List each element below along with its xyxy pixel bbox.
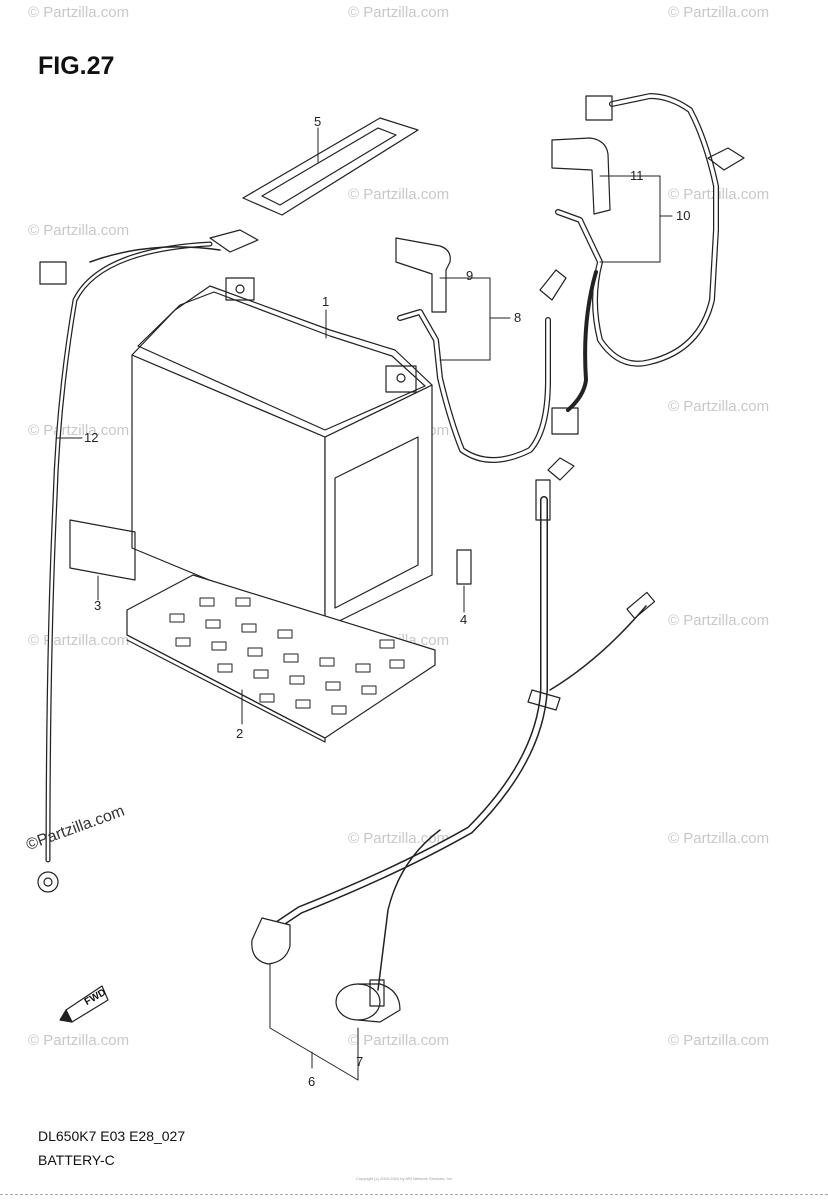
watermark: © Partzilla.com — [668, 398, 770, 415]
watermark: © Partzilla.com — [348, 4, 450, 21]
terminal-cover-part-9 — [395, 237, 451, 313]
section-name: BATTERY-C — [38, 1152, 115, 1168]
watermark: © Partzilla.com — [668, 1032, 770, 1049]
callout-3: 3 — [94, 598, 102, 613]
watermark: © Partzilla.com — [28, 4, 130, 21]
pad-part-3 — [69, 519, 136, 581]
watermark: © Partzilla.com — [28, 632, 130, 649]
spacer-part-4 — [456, 549, 472, 585]
watermark: © Partzilla.com — [348, 830, 450, 847]
cable-cap-part-7 — [335, 979, 401, 1023]
page-divider — [0, 1194, 828, 1195]
callout-6: 6 — [308, 1074, 316, 1089]
watermark: © Partzilla.com — [668, 612, 770, 629]
callout-2: 2 — [236, 726, 244, 741]
starter-cable-part-6 — [251, 457, 656, 991]
callout-5: 5 — [314, 114, 322, 129]
callout-12: 12 — [84, 430, 99, 445]
callout-11: 11 — [630, 168, 644, 183]
callout-4: 4 — [460, 612, 468, 627]
callout-8: 8 — [514, 310, 522, 325]
watermark: © Partzilla.com — [28, 1032, 130, 1049]
terminal-cover-part-11 — [551, 137, 611, 215]
battery-tray-part-2 — [126, 574, 436, 743]
copyright-text: Copyright (c) 2004-2024 by ARI Network S… — [356, 1176, 453, 1181]
watermark: © Partzilla.com — [348, 1032, 450, 1049]
model-code: DL650K7 E03 E28_027 — [38, 1128, 186, 1144]
figure-title: FIG.27 — [38, 52, 115, 80]
cable-part-10 — [555, 93, 719, 367]
leader-lines — [55, 127, 673, 1081]
callout-7: 7 — [356, 1054, 364, 1069]
callout-9: 9 — [466, 268, 474, 283]
watermark: © Partzilla.com — [668, 4, 770, 21]
fwd-arrow-icon — [59, 985, 109, 1023]
battery-strap-part-5 — [242, 117, 419, 216]
watermark: © Partzilla.com — [668, 830, 770, 847]
callout-1: 1 — [322, 294, 330, 309]
watermark: © Partzilla.com — [28, 422, 130, 439]
callout-10: 10 — [676, 208, 691, 223]
battery-part-1 — [131, 277, 433, 629]
watermark: © Partzilla.com — [28, 222, 130, 239]
watermark: © Partzilla.com — [348, 186, 450, 203]
